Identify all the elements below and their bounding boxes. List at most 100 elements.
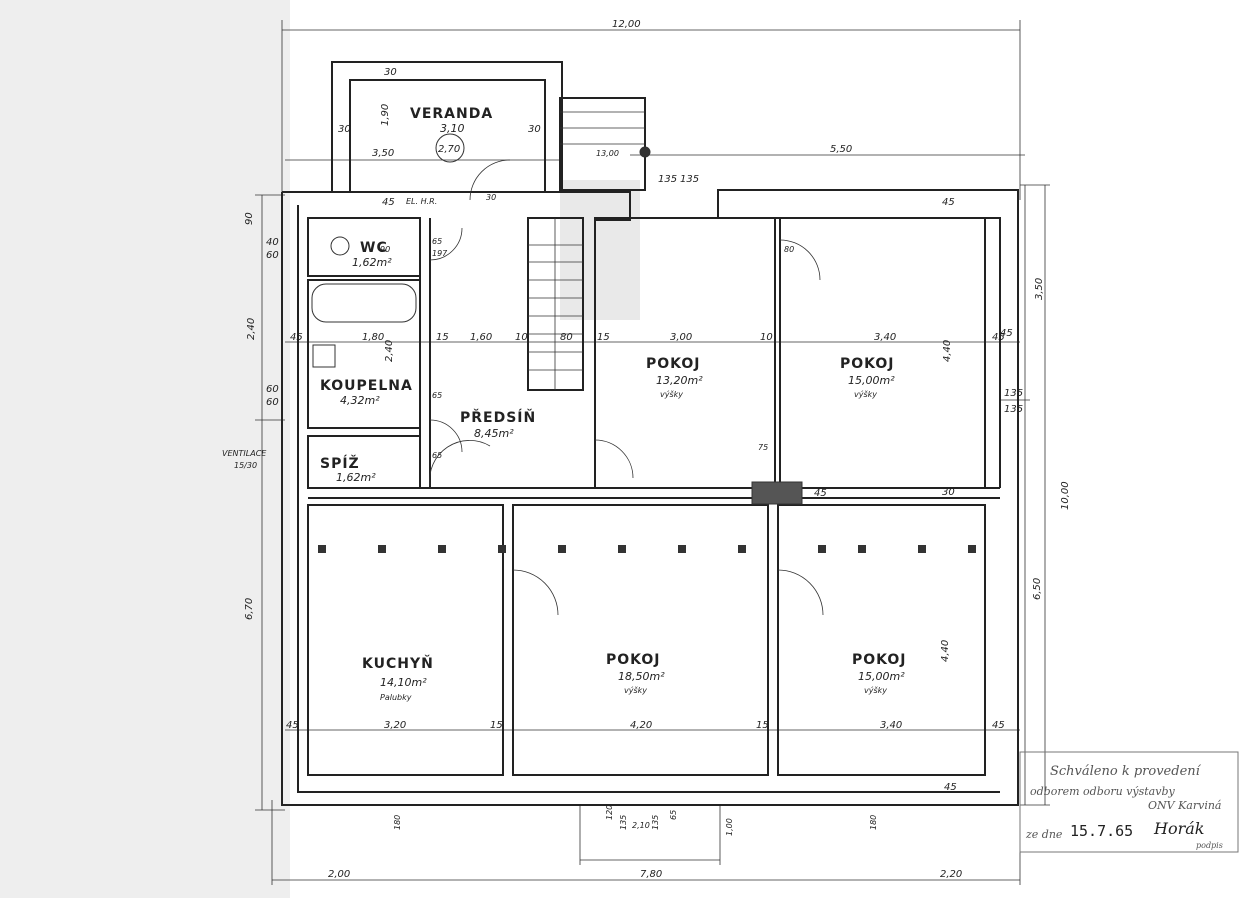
dim-door-30: 30 — [486, 193, 496, 202]
dim-bot-100: 1,00 — [725, 818, 734, 836]
room-name-koupelna: KOUPELNA — [320, 378, 413, 394]
room-note-pokoj-2: výšky — [854, 389, 877, 399]
dim-door-65b: 65 — [432, 391, 442, 400]
dim-upper-80: 80 — [560, 332, 573, 343]
dim-door-75: 75 — [758, 443, 768, 452]
dim-lower-320: 3,20 — [384, 720, 406, 731]
dim-bot-135b: 135 — [651, 815, 660, 830]
entrance-post-icon — [639, 146, 651, 158]
room-area-wc: 1,62m² — [352, 256, 392, 269]
room-name-wc: WC — [360, 240, 388, 256]
door-swings — [429, 159, 824, 616]
stamp-sign-label: podpis — [1196, 841, 1223, 850]
stamp-signature: Horák — [1153, 819, 1204, 838]
dim-wall-45e: 45 — [1000, 328, 1013, 339]
fold-shade — [560, 180, 640, 320]
room-name-veranda: VERANDA — [410, 106, 493, 122]
room-note-kuchyn: Palubky — [380, 693, 412, 702]
dim-bottom-mid: 7,80 — [640, 869, 662, 880]
room-area-pokoj-1: 13,20m² — [656, 374, 703, 387]
dim-left-60c: 60 — [266, 397, 279, 408]
dim-right-upper: 3,50 — [1034, 278, 1045, 300]
room-area-kuchyn: 14,10m² — [380, 676, 427, 689]
dim-wall-135b: 135 — [680, 174, 699, 185]
dim-lower-15b: 15 — [756, 720, 769, 731]
dimension-lines — [255, 20, 1050, 885]
dim-left-90: 90 — [244, 212, 255, 225]
dim-lower-45a: 45 — [286, 720, 299, 731]
dim-left-40: 40 — [266, 237, 279, 248]
dim-right-total: 10,00 — [1060, 481, 1071, 510]
stamp-date: 15.7.65 — [1070, 822, 1133, 840]
fixtures — [311, 146, 803, 505]
room-name-kuchyn: KUCHYŇ — [362, 655, 434, 672]
walls — [281, 61, 1019, 806]
dim-lower-440: 4,40 — [940, 640, 951, 662]
ventilation-size: 15/30 — [234, 461, 257, 470]
dim-koupelna-240: 2,40 — [384, 340, 395, 362]
dim-bot-135: 135 — [619, 815, 628, 830]
dim-door-65c: 65 — [432, 451, 442, 460]
dim-upper-15a: 15 — [436, 332, 449, 343]
dim-wall-45: 45 — [382, 197, 395, 208]
dim-stair-1300: 13,00 — [596, 149, 619, 158]
dim-upper-340: 3,40 — [874, 332, 896, 343]
dim-wall-30b: 30 — [338, 124, 351, 135]
bathtub-icon — [311, 283, 417, 323]
room-area-spiz: 1,62m² — [336, 471, 376, 484]
dim-top-right: 5,50 — [830, 144, 852, 155]
dim-upper-10a: 10 — [515, 332, 528, 343]
stamp-line-3: ONV Karviná — [1148, 799, 1222, 812]
room-area-pokoj-4: 15,00m² — [858, 670, 905, 683]
dim-upper-15b: 15 — [597, 332, 610, 343]
room-area-veranda: 3,10 — [440, 122, 465, 135]
stair-treads — [528, 111, 645, 390]
stamp-date-label: ze dne — [1025, 828, 1063, 841]
dim-upper-160: 1,60 — [470, 332, 492, 343]
dim-left-60a: 60 — [266, 250, 279, 261]
room-note-pokoj-3: výšky — [624, 685, 647, 695]
dim-wall-45d: 45 — [814, 488, 827, 499]
toilet-icon — [330, 236, 350, 256]
room-area-pokoj-3: 18,50m² — [618, 670, 665, 683]
veranda-level: 2,70 — [438, 144, 460, 155]
dim-left-240: 2,40 — [246, 318, 257, 340]
scan-shade — [0, 0, 290, 898]
dim-right-lower: 6,50 — [1032, 578, 1043, 600]
stamp-line-1: Schváleno k provedení — [1050, 764, 1202, 779]
dim-door-80: 80 — [784, 245, 794, 254]
dim-right-135b: 135 — [1004, 404, 1023, 415]
dim-wall-30c: 30 — [528, 124, 541, 135]
dim-door-65a: 65 — [432, 237, 442, 246]
dim-bot-180b: 180 — [869, 815, 878, 830]
room-name-pokoj-4: POKOJ — [852, 652, 907, 668]
dim-upper-10b: 10 — [760, 332, 773, 343]
sink-icon — [312, 344, 336, 368]
room-name-pokoj-2: POKOJ — [840, 356, 895, 372]
dim-wall-45c: 45 — [944, 782, 957, 793]
chimney-icon — [751, 481, 803, 505]
veranda-height: 1,90 — [380, 104, 391, 126]
dim-lower-15a: 15 — [490, 720, 503, 731]
dim-right-135a: 135 — [1004, 388, 1023, 399]
dim-lower-340: 3,40 — [880, 720, 902, 731]
dim-wall-45b: 45 — [942, 197, 955, 208]
dim-left-60b: 60 — [266, 384, 279, 395]
dim-upper-180: 1,80 — [362, 332, 384, 343]
veranda-width: 3,50 — [372, 148, 394, 159]
dim-bot-180a: 180 — [393, 815, 402, 830]
room-area-koupelna: 4,32m² — [340, 394, 380, 407]
dim-wall-30d: 30 — [942, 487, 955, 498]
room-note-pokoj-1: výšky — [660, 389, 683, 399]
dim-lower-45b: 45 — [992, 720, 1005, 731]
dim-upper-440: 4,40 — [942, 340, 953, 362]
dim-upper-45: 45 — [992, 332, 1005, 343]
approval-stamp — [1019, 751, 1239, 853]
dim-upper-300: 3,00 — [670, 332, 692, 343]
room-name-spiz: SPÍŽ — [320, 455, 360, 472]
room-name-predsin: PŘEDSÍŇ — [460, 409, 536, 426]
dim-bot-210: 2,10 — [632, 821, 650, 830]
room-area-predsin: 8,45m² — [474, 427, 514, 440]
dim-bot-65: 65 — [669, 810, 678, 820]
stamp-line-2: odborem odboru výstavby — [1030, 785, 1175, 798]
